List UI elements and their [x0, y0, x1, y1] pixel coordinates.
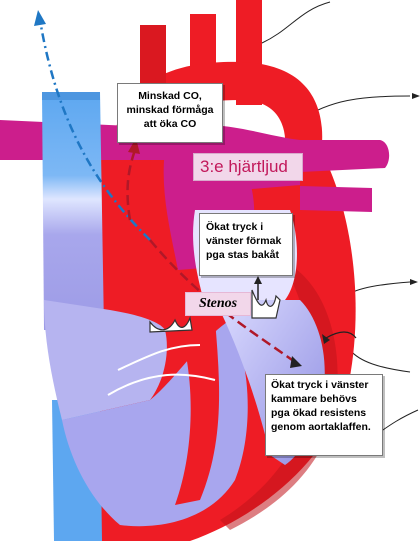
stenosis-label: Stenos — [185, 292, 251, 316]
arrow-head-top — [412, 93, 420, 99]
ventricle-pressure-line-4: genom aortaklaffen. — [271, 421, 371, 433]
chordae-left — [117, 344, 201, 371]
third-heart-sound-label: 3:e hjärtljud — [193, 153, 303, 181]
oxygenated-flow-arrow — [149, 239, 296, 364]
reduced-co-line-3: att öka CO — [143, 118, 197, 130]
ventricle-pressure-line-2: kammare behövs — [271, 393, 357, 405]
ventricle-wall-arrow — [325, 331, 357, 339]
deoxygenated-flow-arrow — [38, 19, 151, 241]
ventricle-pressure-line-3: pga ökad resistens — [271, 407, 367, 419]
arrow-head-mid — [410, 279, 418, 285]
atrium-pressure-line-1: Ökat tryck i — [206, 221, 264, 233]
pulmonary-artery-right — [300, 186, 372, 212]
reduced-co-note: Minskad CO, minskad förmåga att öka CO — [117, 83, 223, 143]
deoxygenated-flow-arrowhead — [34, 10, 46, 26]
chordae-right — [107, 373, 216, 396]
up-arrow-atrium-head — [254, 276, 262, 284]
oxygenated-flow-arrowhead — [290, 356, 302, 368]
vena-cava-top — [42, 92, 100, 100]
atrium-pressure-line-2: vänster förmak — [206, 235, 282, 247]
right-atrium — [44, 300, 167, 420]
aortic-valve — [251, 289, 281, 319]
atrium-pressure-line-3: pga stas bakåt — [206, 249, 279, 261]
ventricle-pressure-line-1: Ökat tryck i vänster — [271, 379, 369, 391]
leader-line-bottom — [379, 409, 419, 433]
third-heart-sound-text: 3:e hjärtljud — [200, 157, 288, 176]
valves — [149, 289, 281, 333]
vena-cava — [42, 92, 104, 330]
stenosis-text: Stenos — [198, 296, 238, 311]
septum — [175, 320, 220, 505]
leader-line-top — [261, 1, 331, 44]
aortic-outflow-arrow — [126, 149, 137, 221]
atrium-pressure-note: Ökat tryck i vänster förmak pga stas bak… — [199, 213, 293, 276]
tricuspid-valve — [149, 315, 193, 333]
ventricle-pressure-note: Ökat tryck i vänster kammare behövs pga … — [265, 374, 383, 456]
ventricle-wall-arrowhead — [322, 334, 330, 344]
reduced-co-line-2: minskad förmåga — [126, 104, 214, 116]
reduced-co-line-1: Minskad CO, — [138, 90, 202, 102]
leader-line-right — [349, 349, 411, 373]
